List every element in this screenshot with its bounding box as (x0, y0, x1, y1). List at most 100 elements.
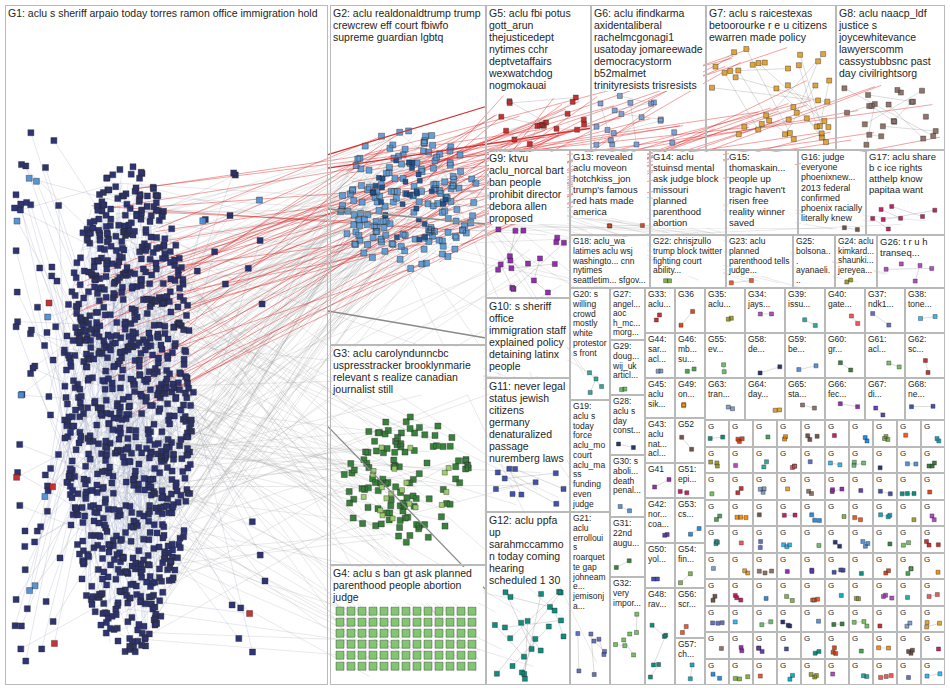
label-wrap: G (826, 660, 848, 671)
group-label: G52 (678, 420, 694, 430)
label-wrap: G (730, 633, 752, 644)
group-box: G58: de... (745, 333, 785, 378)
label-wrap: G (706, 448, 728, 459)
label-wrap: G (922, 554, 944, 565)
inter-group-edges (72, 48, 940, 419)
group-label: G (924, 475, 930, 484)
group-box: G40: gate... (825, 288, 865, 333)
label-wrap: G (874, 501, 896, 512)
label-wrap: G34: jays... (746, 289, 784, 311)
label-wrap: G62: sc... (906, 334, 944, 356)
small-group-box: G (777, 420, 801, 447)
group-label: G (924, 422, 930, 431)
label-wrap: G45: aclu sik... (646, 379, 674, 410)
small-group-box: G (825, 632, 849, 659)
small-group-box: G (753, 606, 777, 633)
group-label: G (708, 449, 714, 458)
label-wrap: G67: di... (866, 379, 904, 401)
group-label: G (756, 475, 762, 484)
label-wrap: G6: aclu ifindkarma axidentaliberal rach… (592, 6, 705, 92)
group-label: G (708, 608, 714, 617)
group-box: G38: tone... (905, 288, 945, 333)
group-label: G39: issu... (788, 290, 822, 310)
group-label: G (852, 475, 858, 484)
small-group-box: G (921, 659, 945, 686)
group-label: G (852, 608, 858, 617)
group-label: G16: judge everyone phoenixnew... 2013 f… (801, 152, 863, 224)
small-group-box: G (777, 659, 801, 686)
small-group-box: G (729, 526, 753, 553)
vertex-glyphs (733, 315, 942, 679)
label-wrap: G28: aclu s day const... (611, 396, 644, 437)
label-wrap: G52 (676, 419, 704, 431)
small-group-box: G (801, 632, 825, 659)
group-label: G (804, 528, 810, 537)
group-label: G (876, 528, 882, 537)
label-wrap: G (778, 554, 800, 565)
small-group-box: G (921, 473, 945, 500)
group-label: G (828, 475, 834, 484)
group-box: G63: tran... (705, 378, 745, 420)
label-wrap: G (922, 501, 944, 512)
label-wrap: G17: aclu share b c ice rights atthelp k… (867, 151, 944, 197)
label-wrap: G (706, 421, 728, 432)
group-label: G (852, 581, 858, 590)
label-wrap: G (730, 421, 752, 432)
group-box: G9: ktvu aclu_norcal bart ban people pro… (486, 150, 570, 298)
group-label: G (756, 502, 762, 511)
group-label: G36 (678, 290, 694, 300)
group-label: G (756, 661, 762, 670)
label-wrap: G54: fin... (676, 544, 704, 566)
group-label: G (828, 634, 834, 643)
group-box: G61: acl... (865, 333, 905, 378)
label-wrap: G (706, 580, 728, 591)
group-label: G43: aclu nat... acl... (648, 420, 672, 459)
label-wrap: G (922, 633, 944, 644)
label-wrap: G (874, 633, 896, 644)
label-wrap: G (730, 448, 752, 459)
small-group-box: G (897, 500, 921, 527)
group-box: G62: sc... (905, 333, 945, 378)
small-group-box: G (825, 500, 849, 527)
small-group-box: G (921, 526, 945, 553)
label-wrap: G (850, 607, 872, 618)
group-label: G (900, 608, 906, 617)
group-box: G22: chrisjzullo trump block twitter fig… (650, 235, 726, 288)
label-wrap: G (826, 474, 848, 485)
small-group-box: G (897, 473, 921, 500)
group-label: G (900, 422, 906, 431)
group-label: G (828, 661, 834, 670)
label-wrap: G (754, 501, 776, 512)
group-box: G17: aclu share b c ice rights atthelp k… (866, 150, 945, 235)
group-label: G (900, 555, 906, 564)
label-wrap: G (778, 421, 800, 432)
label-wrap: G37: ndk1... (866, 289, 904, 311)
group-label: G (876, 634, 882, 643)
label-wrap: G18: aclu_wa latimes aclu wsj washingto.… (571, 236, 649, 287)
small-group-box: G (825, 420, 849, 447)
group-box: G56: scr... (675, 588, 705, 638)
group-label: G (924, 661, 930, 670)
vertex-glyphs (336, 607, 476, 670)
small-group-box: G (825, 447, 849, 474)
small-group-box: G (729, 420, 753, 447)
label-wrap: G (898, 554, 920, 565)
label-wrap: G19: aclu s today force aclu_mo court ac… (571, 401, 609, 510)
group-box: G33: aclu... (645, 288, 675, 333)
group-label: G67: di... (868, 380, 902, 400)
group-label: G (828, 502, 834, 511)
small-group-box: G (921, 500, 945, 527)
small-group-box: G (825, 659, 849, 686)
label-wrap: G (874, 554, 896, 565)
label-wrap: G (730, 607, 752, 618)
label-wrap: G (754, 448, 776, 459)
group-box: G1: aclu s sheriff arpaio today torres r… (5, 5, 328, 685)
group-label: G24: aclu kimkard... shaunki... jereyea.… (838, 237, 874, 275)
label-wrap: G (898, 448, 920, 459)
group-label: G (804, 581, 810, 590)
group-label: G (780, 608, 786, 617)
small-group-box: G (873, 526, 897, 553)
group-label: G12: aclu ppfa up sarahmccammon today co… (489, 514, 567, 586)
small-group-box: G (897, 606, 921, 633)
small-group-box: G (729, 553, 753, 580)
